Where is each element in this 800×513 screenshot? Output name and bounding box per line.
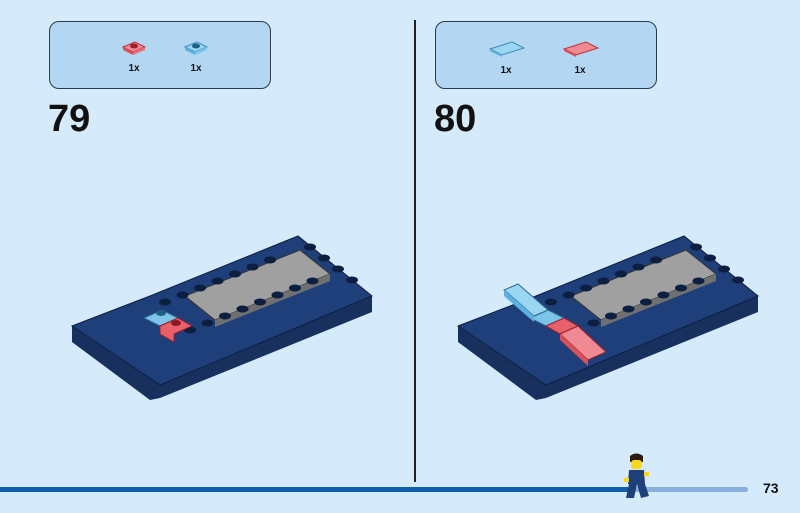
trans-red-tile-side (560, 334, 588, 366)
progress-bar (0, 487, 748, 492)
stud (346, 276, 358, 284)
stud (704, 254, 716, 262)
stud (264, 256, 276, 264)
step-divider (414, 20, 416, 482)
stud (254, 298, 266, 306)
stud (304, 243, 316, 251)
part-trans-red-plate: 1x (114, 40, 154, 74)
stud (545, 298, 557, 306)
stud (580, 284, 592, 292)
stud (622, 305, 635, 313)
stud (211, 277, 224, 285)
model-step-79 (70, 235, 373, 400)
stud (605, 312, 617, 320)
stud (201, 319, 214, 327)
stud (597, 277, 610, 285)
stud (306, 277, 319, 285)
page-number: 73 (763, 480, 779, 496)
trans-red-plate (159, 317, 194, 343)
part-trans-blue-plate: 1x (176, 40, 216, 74)
stud (690, 243, 702, 251)
stud (246, 263, 259, 271)
stud (219, 312, 231, 320)
grey-tile-side (601, 274, 716, 327)
step-number: 79 (48, 98, 91, 140)
model-step-80 (456, 235, 759, 400)
parts-callout-step-79: 1x 1x (49, 21, 271, 89)
part-quantity: 1x (190, 63, 202, 74)
trans-blue-tile-icon (488, 41, 526, 57)
step-number: 80 (434, 98, 477, 140)
stud (562, 291, 575, 299)
part-quantity: 1x (574, 65, 586, 76)
stud (176, 291, 189, 299)
stud (615, 270, 627, 278)
trans-red-plate-icon (121, 41, 147, 55)
parts-callout-step-80: 1x 1x (435, 21, 657, 89)
stud (194, 284, 206, 292)
stud (318, 254, 330, 262)
stud (171, 320, 181, 326)
stud (650, 256, 662, 264)
stud (632, 263, 645, 271)
part-trans-red-tile: 1x (560, 40, 600, 76)
part-quantity: 1x (128, 63, 140, 74)
stud (159, 298, 171, 306)
stud (229, 270, 241, 278)
stud (657, 291, 670, 299)
trans-red-tile (559, 325, 607, 361)
stud (640, 298, 652, 306)
minifigure-icon (624, 453, 649, 498)
stud (692, 277, 705, 285)
grey-tile-side (215, 274, 330, 327)
trans-red-tile-icon (562, 41, 600, 57)
trans-blue-tile-side (504, 290, 534, 322)
stud (587, 319, 600, 327)
part-trans-blue-tile: 1x (486, 40, 526, 76)
stud (289, 284, 301, 292)
stud (718, 265, 730, 273)
stud (732, 276, 744, 284)
stud (236, 305, 249, 313)
stud (156, 310, 166, 316)
trans-blue-plate-icon (183, 41, 209, 55)
stud (332, 265, 344, 273)
part-quantity: 1x (500, 65, 512, 76)
stud (271, 291, 284, 299)
progress-fill (0, 487, 629, 492)
stud (675, 284, 687, 292)
